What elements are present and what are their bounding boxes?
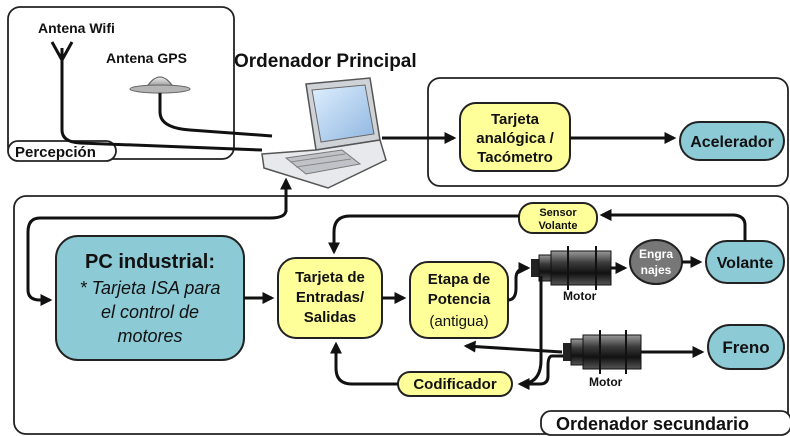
wire-motor-bottom-to-etapa (463, 340, 563, 354)
wire-gps-to-laptop (158, 93, 273, 138)
sensor-volante-line-2: Volante (539, 220, 578, 232)
freno-node: Freno (707, 324, 785, 370)
wire-motor-bottom-to-codificador (520, 354, 563, 386)
motor-top-label: Motor (563, 289, 597, 303)
tarjeta-es-node: Tarjeta de Entradas/ Salidas (277, 257, 383, 339)
secondary-label: Ordenador secundario (556, 414, 749, 434)
gps-antenna-label: Antena GPS (106, 50, 187, 66)
wire-wifi-to-laptop (60, 95, 263, 152)
tarjeta-analogica-node: Tarjeta analógica / Tacómetro (459, 102, 571, 172)
gps-antenna-icon (129, 76, 191, 94)
tarjeta-es-line-2: Entradas/ (296, 289, 365, 306)
acelerador-node: Acelerador (679, 121, 785, 161)
volante-label: Volante (717, 255, 774, 272)
perception-label: Percepción (15, 144, 96, 161)
tarjeta-es-line-3: Salidas (304, 309, 357, 326)
wifi-antenna-label: Antena Wifi (38, 20, 115, 36)
upper-section-frame (427, 77, 789, 187)
engranajes-node: Engra najes (629, 239, 683, 285)
pc-industrial-desc-1: * Tarjeta ISA para (80, 278, 221, 298)
wire-secondary-to-pc (26, 209, 288, 306)
pc-industrial-desc-3: motores (117, 326, 182, 346)
laptop-icon (261, 77, 387, 189)
perception-label-tab (7, 140, 117, 162)
tarjeta-analogica-line-2: analógica / (476, 130, 554, 147)
motor-bottom-label: Motor (589, 375, 623, 389)
main-computer-title: Ordenador Principal (234, 51, 417, 72)
pc-industrial-title: PC industrial: (85, 251, 215, 273)
codificador-node: Codificador (397, 371, 513, 397)
freno-label: Freno (722, 338, 769, 357)
secondary-label-tab (540, 410, 790, 436)
engranajes-line-2: najes (641, 263, 672, 277)
wire-codificador-to-tarjeta-es (330, 341, 398, 386)
sensor-volante-node: Sensor Volante (518, 202, 598, 234)
sensor-volante-line-1: Sensor (539, 207, 577, 219)
pc-industrial-desc-2: el control de (101, 302, 199, 322)
volante-node: Volante (705, 240, 785, 284)
wire-sensor-to-tarjeta-es (328, 214, 519, 255)
codificador-label: Codificador (413, 376, 496, 393)
secondary-frame (13, 195, 789, 435)
etapa-potencia-line-1: Etapa de (428, 271, 491, 288)
motor-bottom-icon (563, 330, 642, 374)
wire-etapa-to-motor-top (507, 262, 531, 302)
tarjeta-analogica-line-3: Tacómetro (477, 149, 553, 166)
engranajes-line-1: Engra (639, 247, 673, 261)
tarjeta-es-line-1: Tarjeta de (295, 269, 365, 286)
perception-frame (7, 6, 235, 160)
tarjeta-analogica-line-1: Tarjeta (491, 111, 540, 128)
etapa-potencia-line-2: Potencia (428, 291, 491, 308)
motor-top-icon (531, 246, 612, 290)
etapa-potencia-node: Etapa de Potencia (antigua) (409, 261, 509, 339)
wire-volante-to-sensor (599, 209, 747, 241)
etapa-potencia-line-3: (antigua) (429, 313, 488, 330)
wifi-antenna-icon (50, 41, 74, 95)
wire-motor-top-to-codificador (517, 276, 543, 390)
acelerador-label: Acelerador (690, 134, 774, 151)
pc-industrial-node: PC industrial: * Tarjeta ISA para el con… (55, 235, 245, 361)
